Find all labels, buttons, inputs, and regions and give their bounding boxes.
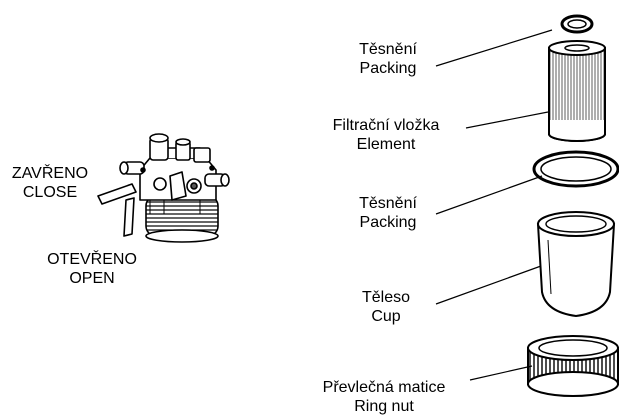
part-label-cz: Převlečná matice bbox=[322, 379, 446, 396]
part-label-ring-nut: Převlečná matice Ring nut bbox=[298, 378, 470, 416]
part-label-cup: Těleso Cup bbox=[334, 288, 438, 326]
valve-assembly bbox=[97, 133, 230, 243]
closed-label-en: CLOSE bbox=[22, 184, 78, 201]
closed-label: ZAVŘENO CLOSE bbox=[4, 164, 96, 202]
part-label-top-packing: Těsnění Packing bbox=[336, 40, 440, 78]
open-label: OTEVŘENO OPEN bbox=[42, 250, 142, 288]
part-label-en: Packing bbox=[359, 214, 417, 231]
part-label-en: Packing bbox=[359, 60, 417, 77]
ring-nut bbox=[527, 335, 619, 397]
large-packing-ring bbox=[532, 150, 619, 188]
part-label-cz: Těsnění bbox=[359, 41, 417, 58]
part-label-cz: Těleso bbox=[361, 289, 411, 306]
part-label-en: Element bbox=[356, 136, 416, 153]
part-label-element: Filtrační vložka Element bbox=[306, 116, 466, 154]
closed-label-cz: ZAVŘENO bbox=[11, 165, 89, 182]
part-label-en: Ring nut bbox=[354, 398, 414, 415]
part-label-cz: Těsnění bbox=[359, 195, 417, 212]
filter-element bbox=[548, 40, 606, 142]
filter-cup bbox=[536, 211, 616, 318]
open-label-en: OPEN bbox=[69, 270, 115, 287]
part-label-en: Cup bbox=[371, 308, 401, 325]
open-label-cz: OTEVŘENO bbox=[47, 251, 137, 268]
part-label-large-packing: Těsnění Packing bbox=[336, 194, 440, 232]
part-label-cz: Filtrační vložka bbox=[332, 117, 440, 134]
top-packing-ring bbox=[560, 14, 594, 34]
leader-lines bbox=[435, 29, 553, 381]
